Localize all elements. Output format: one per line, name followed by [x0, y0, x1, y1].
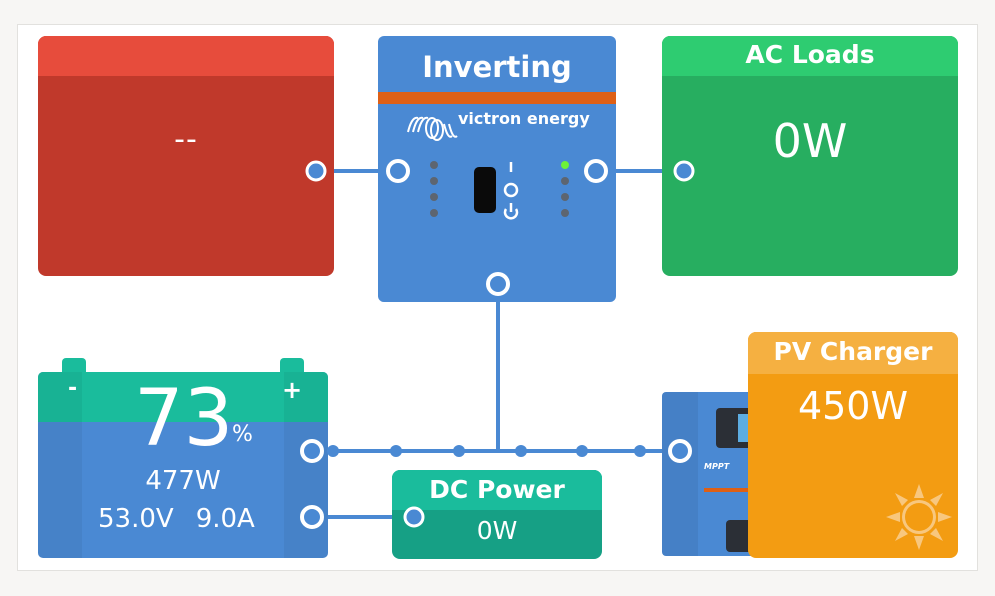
switch-legend-icon: [503, 162, 519, 220]
led-left-1: [430, 161, 438, 169]
led-left-4: [430, 209, 438, 217]
mode-switch[interactable]: [474, 167, 496, 213]
battery-side-left: [38, 372, 82, 558]
node-battery-bus: [300, 439, 324, 463]
dc-power-title: DC Power: [392, 470, 602, 510]
ac-loads-value: 0W: [772, 114, 848, 168]
led-right-1: [561, 161, 569, 169]
grid-input-box[interactable]: --: [38, 36, 334, 276]
pv-charger-box[interactable]: PV Charger 450W: [748, 332, 958, 558]
node-grid-out: [305, 160, 327, 182]
battery-plus-label: +: [282, 376, 303, 404]
victron-logo-icon: [407, 116, 458, 141]
led-right-3: [561, 193, 569, 201]
pv-charger-title: PV Charger: [748, 332, 958, 374]
mppt-label: MPPT: [704, 462, 730, 471]
inverter-stripe: [378, 92, 616, 104]
node-dcpower-in: [403, 506, 425, 528]
led-left-2: [430, 177, 438, 185]
dc-power-value: 0W: [476, 516, 518, 545]
led-right-4: [561, 209, 569, 217]
flow-dot: [515, 445, 527, 457]
led-right-2: [561, 177, 569, 185]
mppt-stripe: [704, 488, 762, 492]
battery-box[interactable]: - + 73 % 477W 53.0V 9.0A: [38, 372, 328, 558]
flow-dot: [634, 445, 646, 457]
dc-power-box[interactable]: DC Power 0W: [392, 470, 602, 559]
flow-dot: [453, 445, 465, 457]
flow-dot: [327, 445, 339, 457]
inverter-box[interactable]: Inverting victron energy: [378, 36, 616, 302]
node-battery-dc: [300, 505, 324, 529]
node-inverter-ac-out: [584, 159, 608, 183]
flow-dot: [390, 445, 402, 457]
ac-loads-box[interactable]: AC Loads 0W: [662, 36, 958, 276]
battery-terminal-positive: [280, 358, 304, 374]
battery-voltage: 53.0V: [98, 504, 174, 534]
battery-soc: 73: [134, 374, 234, 464]
node-inverter-dc: [486, 272, 510, 296]
battery-minus-label: -: [68, 376, 78, 401]
battery-terminal-negative: [62, 358, 86, 374]
battery-current: 9.0A: [195, 504, 255, 534]
inverter-state: Inverting: [422, 50, 572, 84]
node-mppt: [668, 439, 692, 463]
sun-icon: [886, 484, 952, 550]
battery-soc-unit: %: [232, 422, 253, 447]
ac-loads-title: AC Loads: [662, 36, 958, 76]
battery-power: 477W: [145, 466, 221, 496]
grid-value: --: [174, 122, 198, 157]
led-left-3: [430, 193, 438, 201]
node-acloads-in: [673, 160, 695, 182]
grid-header: [38, 36, 334, 76]
battery-soc-fill: [38, 372, 328, 422]
brand-label: victron energy: [458, 109, 590, 128]
node-inverter-ac-in: [386, 159, 410, 183]
mppt-side: [662, 392, 698, 556]
pv-charger-value: 450W: [797, 384, 909, 428]
mppt-device-image: MPPT: [662, 392, 762, 556]
flow-dot: [576, 445, 588, 457]
